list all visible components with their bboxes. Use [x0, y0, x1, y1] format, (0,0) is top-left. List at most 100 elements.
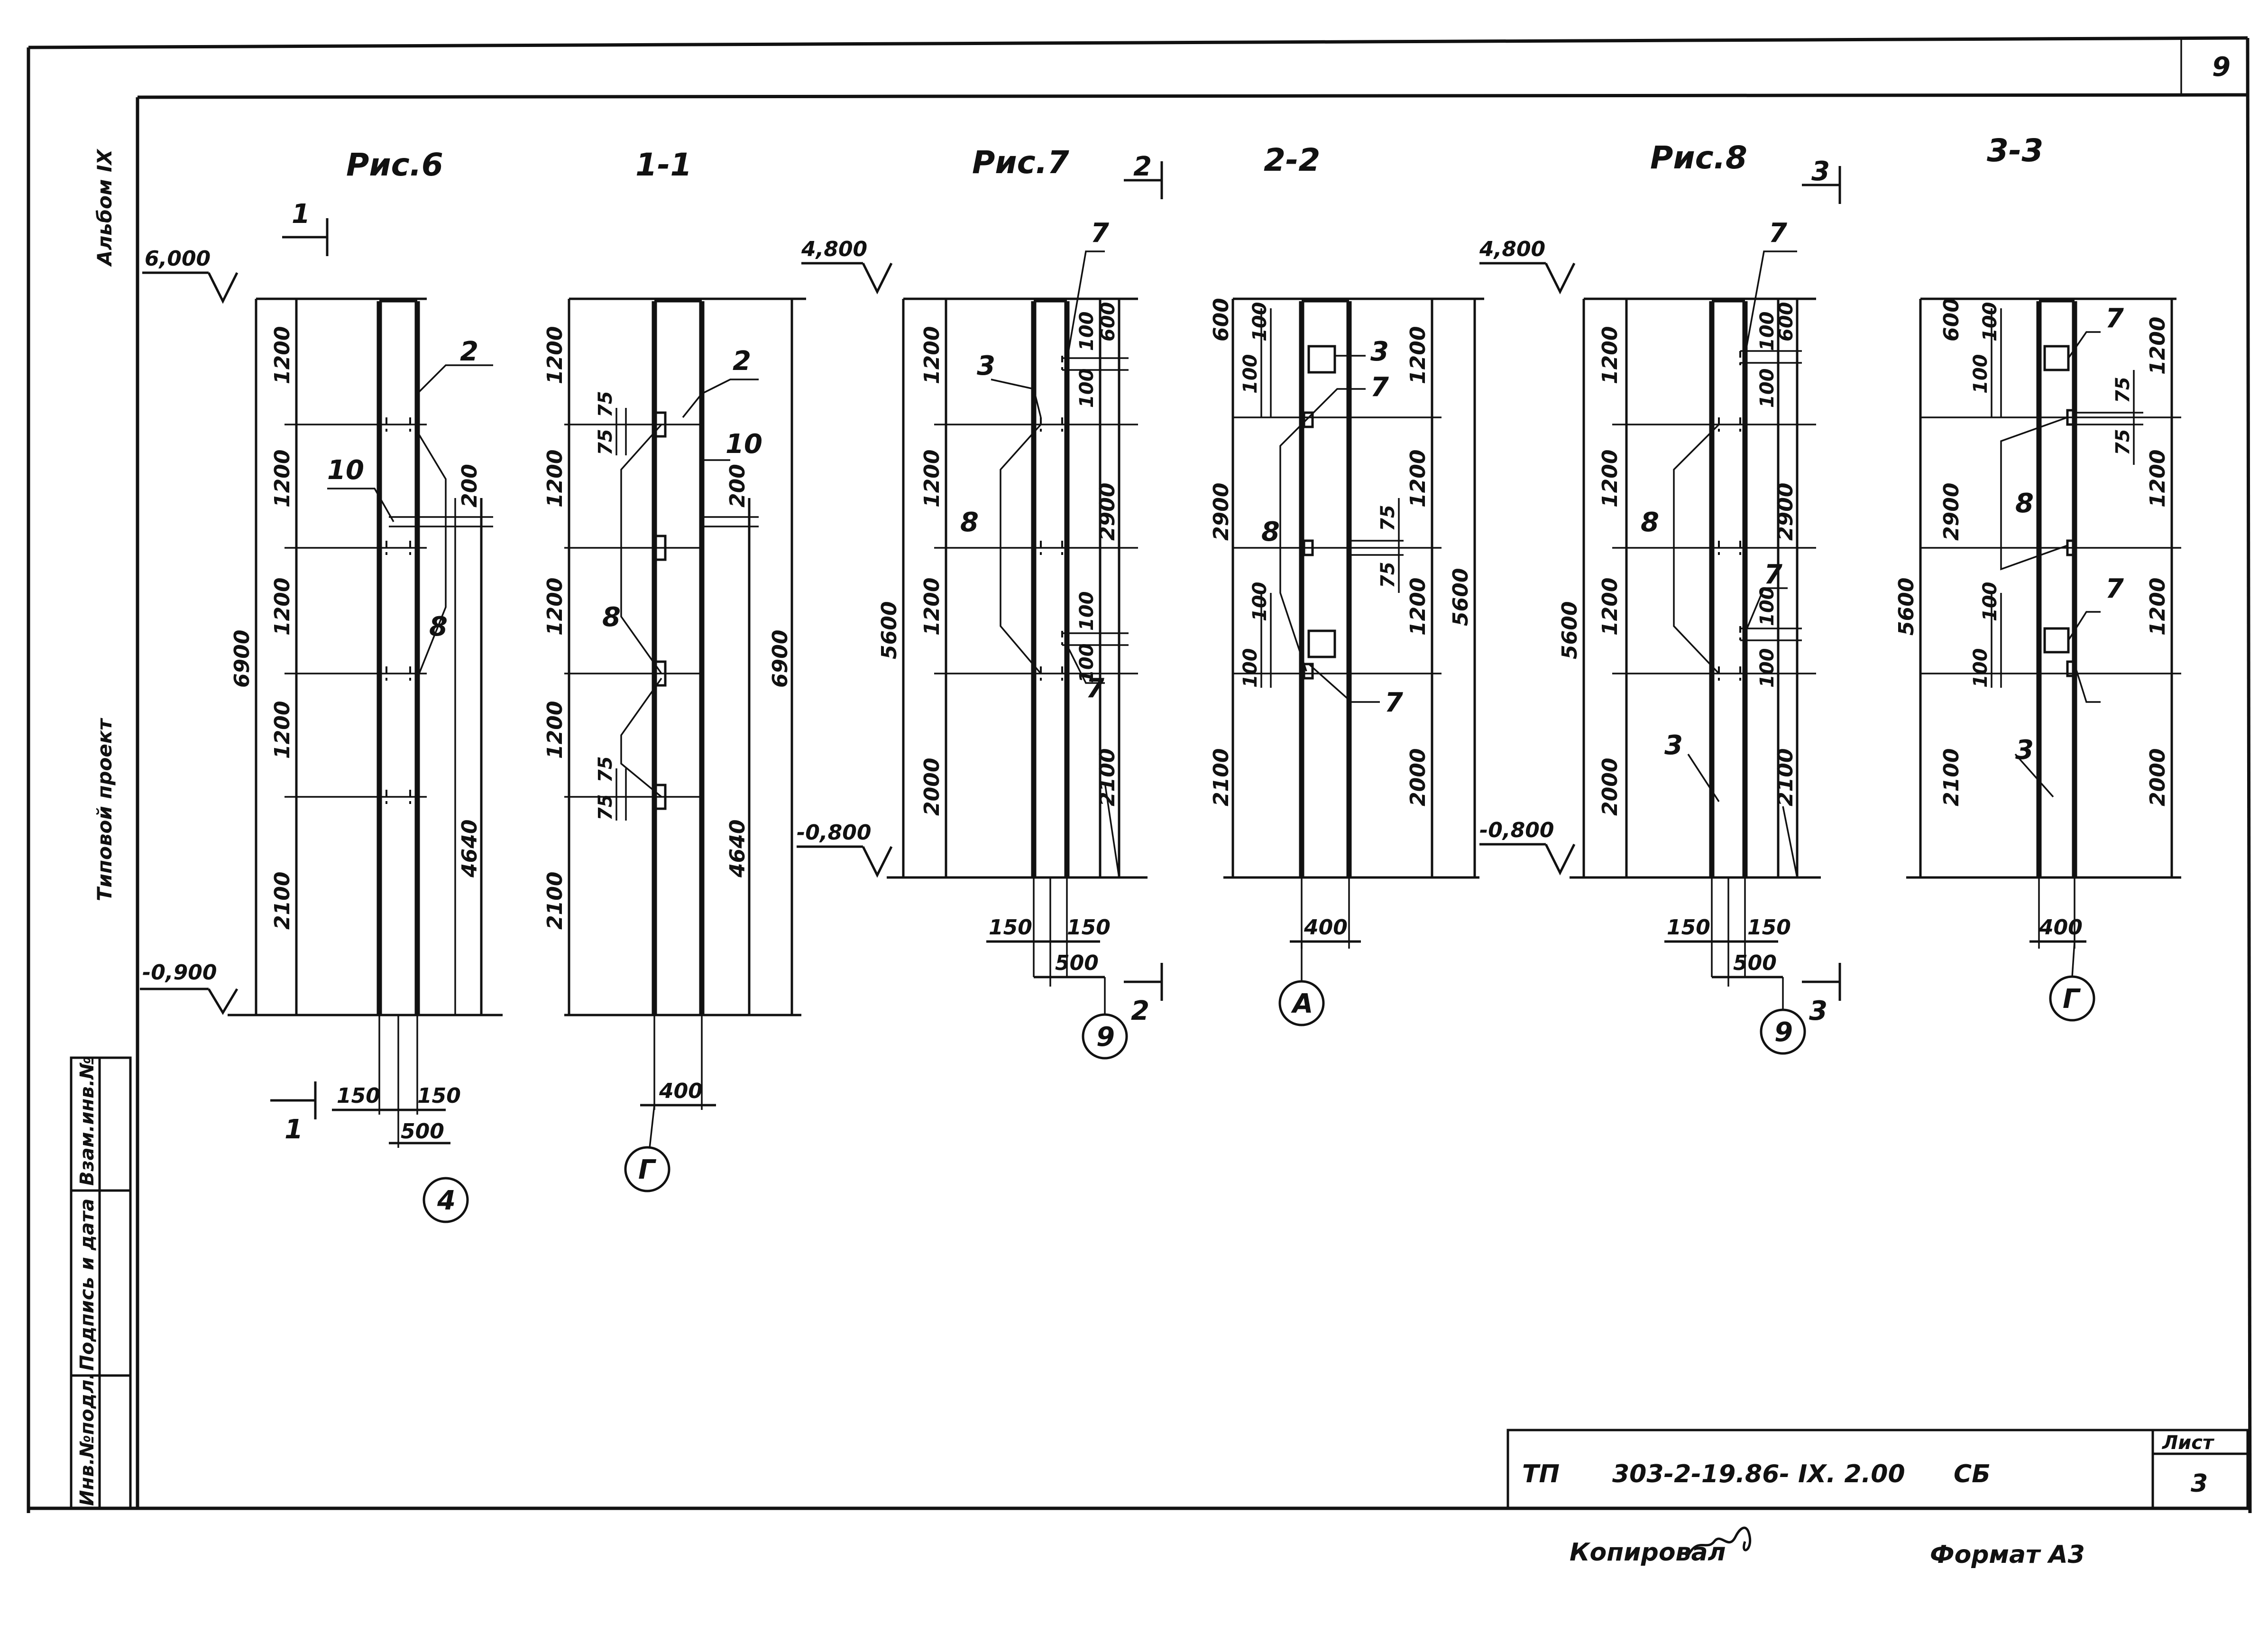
dim-right-200: 200 [725, 464, 750, 508]
dim-left-100d: 100 [1970, 648, 1992, 688]
dim-right-4640: 4640 [458, 820, 482, 878]
dim-total: 5600 [1894, 578, 1919, 636]
mark-8: 8 [1641, 507, 1659, 538]
dim-right-100b: 100 [1756, 312, 1778, 351]
dim-right-1200a: 1200 [2146, 317, 2170, 375]
dim-right-100c: 100 [1076, 591, 1098, 631]
dim-right-1200a: 1200 [1406, 326, 1430, 384]
dim-seg-2: 1200 [270, 450, 294, 508]
footer-signature [1687, 1526, 1752, 1557]
dim-left-100c: 100 [1249, 582, 1271, 622]
mark-2: 2 [733, 346, 751, 377]
level-bottom: -0,800 [1479, 818, 1554, 842]
dim-right-100c: 100 [1756, 587, 1778, 627]
mark-8: 8 [2015, 488, 2034, 519]
dim-left-2100: 2100 [1939, 748, 1964, 806]
dim-bottom-400: 400 [1304, 915, 1348, 940]
dim-seg-2: 1200 [1598, 450, 1622, 508]
dim-seg-3: 1200 [920, 578, 944, 636]
mark-10: 10 [725, 429, 762, 460]
mark-7-bottom: 7 [1764, 559, 1782, 590]
dim-total: 6900 [230, 630, 254, 688]
footer-copied-by: Копировал [1570, 1538, 1726, 1567]
stamp-replaced-inv: Взам.инв.№ [76, 1056, 98, 1186]
dim-right-100a: 100 [1756, 369, 1778, 408]
dim-right-5600: 5600 [1449, 568, 1473, 626]
mark-2: 2 [460, 336, 478, 367]
dim-right-75b: 75 [2112, 429, 2134, 455]
dim-total: 5600 [1558, 601, 1582, 659]
dim-left-100b: 100 [1240, 354, 1261, 394]
stamp-signature-date: Подпись и дата [76, 1199, 98, 1371]
dim-right-4640: 4640 [725, 820, 750, 878]
dim-seg-1: 1200 [543, 326, 567, 384]
dim-bottom-500: 500 [1055, 951, 1099, 975]
dim-right-1200c: 1200 [2146, 578, 2170, 636]
dim-75-c: 75 [595, 756, 616, 783]
mark-3: 3 [977, 351, 995, 381]
mark-8: 8 [1261, 517, 1280, 547]
dim-right-2100: 2100 [1773, 748, 1798, 806]
dim-bottom-500: 500 [401, 1119, 444, 1144]
dim-right-75a: 75 [1377, 505, 1399, 531]
figure-section-1-1: 1-1 1200 1200 1200 1200 2100 75 [543, 147, 806, 1192]
dim-right-2000: 2000 [1406, 748, 1430, 806]
dim-seg-3: 1200 [543, 578, 567, 636]
mark-3: 3 [2015, 735, 2034, 766]
level-top: 4,800 [1479, 237, 1545, 261]
dim-seg-2: 1200 [543, 450, 567, 508]
dim-bottom-150a: 150 [989, 915, 1032, 940]
dim-total: 5600 [877, 601, 901, 659]
dim-seg-1: 1200 [920, 326, 944, 384]
axis-label: 4 [437, 1185, 456, 1216]
dim-bottom-150b: 150 [417, 1084, 461, 1108]
cut-marker-bottom: 2 [1131, 996, 1149, 1026]
dim-bottom-500: 500 [1733, 951, 1777, 975]
footer-format: Формат А3 [1930, 1541, 2085, 1569]
figure-title: 3-3 [1987, 132, 2043, 169]
dim-seg-4: 1200 [270, 701, 294, 759]
dim-left-600: 600 [1939, 298, 1964, 342]
dim-right-100d: 100 [1756, 648, 1778, 688]
dim-bottom-150b: 150 [1067, 915, 1111, 940]
axis-label: А [1291, 988, 1313, 1019]
figure-title: Рис.6 [346, 147, 443, 183]
dim-left-100b: 100 [1970, 354, 1992, 394]
side-label-album: Альбом IX [93, 148, 116, 267]
axis-label: 9 [1774, 1017, 1793, 1048]
dim-right-6900: 6900 [768, 630, 792, 688]
figure-ris7: Рис.7 4,800 -0,800 5600 1200 1200 1200 [797, 144, 1163, 1060]
title-block-sheet-number: 3 [2191, 1469, 2208, 1498]
figure-ris6: Рис.6 6,000 -0,900 6900 1200 1 [140, 147, 503, 1223]
dim-left-600: 600 [1209, 298, 1233, 342]
dim-seg-3: 1200 [270, 578, 294, 636]
mark-7-top: 7 [1370, 372, 1389, 403]
mark-10: 10 [327, 455, 364, 486]
drawing-frame [27, 36, 2252, 1514]
dim-bottom-400: 400 [2038, 915, 2083, 940]
cut-marker-bottom: 3 [1809, 996, 1827, 1026]
level-top: 6,000 [145, 247, 211, 271]
dim-left-100d: 100 [1240, 648, 1261, 688]
dim-bottom-400: 400 [659, 1079, 703, 1103]
dim-right-100b: 100 [1076, 312, 1098, 351]
figure-ris8: Рис.8 4,800 -0,800 5600 1200 1200 1200 [1479, 139, 1841, 1055]
mark-8: 8 [960, 507, 979, 538]
dim-75-a: 75 [595, 391, 616, 417]
dim-right-2000: 2000 [2146, 748, 2170, 806]
mark-8: 8 [602, 602, 621, 633]
dim-75-d: 75 [595, 794, 616, 821]
mark-7-bottom: 7 [2105, 573, 2124, 604]
axis-label: 9 [1096, 1022, 1115, 1053]
dim-bottom-150b: 150 [1747, 915, 1791, 940]
mark-7-top: 7 [2105, 303, 2124, 334]
dim-right-600: 600 [1097, 302, 1119, 342]
mark-7-bottom: 7 [1086, 673, 1104, 704]
title-block-code: 303-2-19.86- IX. 2.00 [1612, 1460, 1905, 1488]
side-label-project: Типовой проект [93, 718, 116, 901]
figure-section-3-3: 3-3 5600 600 100 100 2900 100 10 [1894, 132, 2181, 1022]
dim-left-100c: 100 [1979, 582, 2001, 622]
dim-right-2900: 2900 [1773, 483, 1798, 541]
stamp-inv-no: Инв.№подл. [76, 1372, 98, 1506]
dim-right-75a: 75 [2112, 377, 2134, 403]
